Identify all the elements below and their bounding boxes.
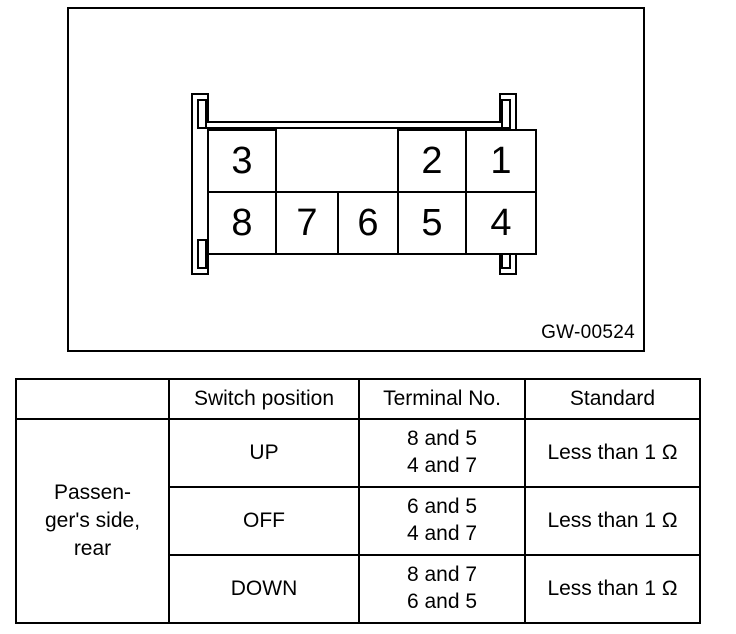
terminal-cell-grid: 3 2 1 8 7 6 5 4 [207,129,537,255]
terminal-line-1: 8 and 7 [406,563,478,587]
table-header-row: Switch position Terminal No. Standard [15,378,701,420]
inspection-spec-table: Switch position Terminal No. Standard Pa… [15,378,701,624]
item-label-cell: Passen- ger's side, rear [15,418,170,624]
connector-outline: 3 2 1 8 7 6 5 4 [191,93,537,275]
connector-notch-top-left [197,99,207,129]
terminal-cell-4: 4 [465,191,537,255]
connector-diagram-panel: 3 2 1 8 7 6 5 4 GW-00524 [67,7,645,352]
connector-notch-bottom-left [197,239,207,269]
terminal-cell-3: 3 [207,129,277,193]
header-item [15,378,170,420]
terminal-cell-1: 1 [465,129,537,193]
table-row: Passen- ger's side, rear UP 8 and 5 4 an… [15,418,701,624]
terminal-cell-2: 2 [397,129,467,193]
connector-notch-top-right [501,99,511,129]
standard-down: Less than 1 Ω [524,554,701,624]
table-row: DOWN 8 and 7 6 and 5 Less than 1 Ω [16,554,701,624]
terminal-cell-6: 6 [337,191,399,255]
header-standard: Standard [524,378,701,420]
header-terminal-no: Terminal No. [358,378,526,420]
diagram-code-label: GW-00524 [541,322,635,343]
table-row: OFF 6 and 5 4 and 7 Less than 1 Ω [16,486,701,556]
connector-top-bar [207,121,501,129]
header-switch-position: Switch position [168,378,360,420]
terminal-no-up: 8 and 5 4 and 7 [358,418,526,488]
terminal-no-down: 8 and 7 6 and 5 [358,554,526,624]
switch-position-up: UP [168,418,360,488]
terminal-cell-8: 8 [207,191,277,255]
terminal-line-2: 4 and 7 [406,522,478,545]
terminal-cell-7: 7 [275,191,339,255]
item-label-line-3: rear [73,536,112,560]
switch-position-off: OFF [168,486,360,556]
terminal-no-off: 6 and 5 4 and 7 [358,486,526,556]
switch-position-down: DOWN [168,554,360,624]
terminal-line-1: 6 and 5 [406,495,478,519]
terminal-cell-5: 5 [397,191,467,255]
terminal-line-1: 8 and 5 [406,427,478,451]
terminal-line-2: 4 and 7 [406,454,478,477]
terminal-line-2: 6 and 5 [406,590,478,613]
standard-off: Less than 1 Ω [524,486,701,556]
item-label-line-2: ger's side, [44,509,141,533]
item-label-line-1: Passen- [53,481,132,505]
standard-up: Less than 1 Ω [524,418,701,488]
